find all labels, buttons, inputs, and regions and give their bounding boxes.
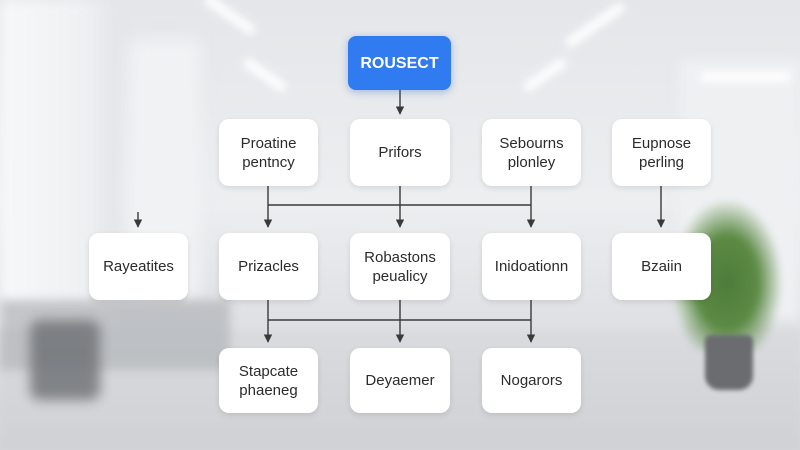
node-proatine-pentncy[interactable]: Proatine pentncy xyxy=(219,119,318,186)
node-stapcate-phaeneg[interactable]: Stapcate phaeneg xyxy=(219,348,318,413)
node-bzaiin[interactable]: Bzaiin xyxy=(612,233,711,300)
root-node[interactable]: ROUSECT xyxy=(348,36,451,90)
node-rayeatites[interactable]: Rayeatites xyxy=(89,233,188,300)
node-prifors[interactable]: Prifors xyxy=(350,119,450,186)
node-sebourns-plonley[interactable]: Sebourns plonley xyxy=(482,119,581,186)
node-prizacles[interactable]: Prizacles xyxy=(219,233,318,300)
node-eupnose-perling[interactable]: Eupnose perling xyxy=(612,119,711,186)
node-inidoationn[interactable]: Inidoationn xyxy=(482,233,581,300)
node-deyaemer[interactable]: Deyaemer xyxy=(350,348,450,413)
node-robastons-peualicy[interactable]: Robastons peualicy xyxy=(350,233,450,300)
node-nogarors[interactable]: Nogarors xyxy=(482,348,581,413)
